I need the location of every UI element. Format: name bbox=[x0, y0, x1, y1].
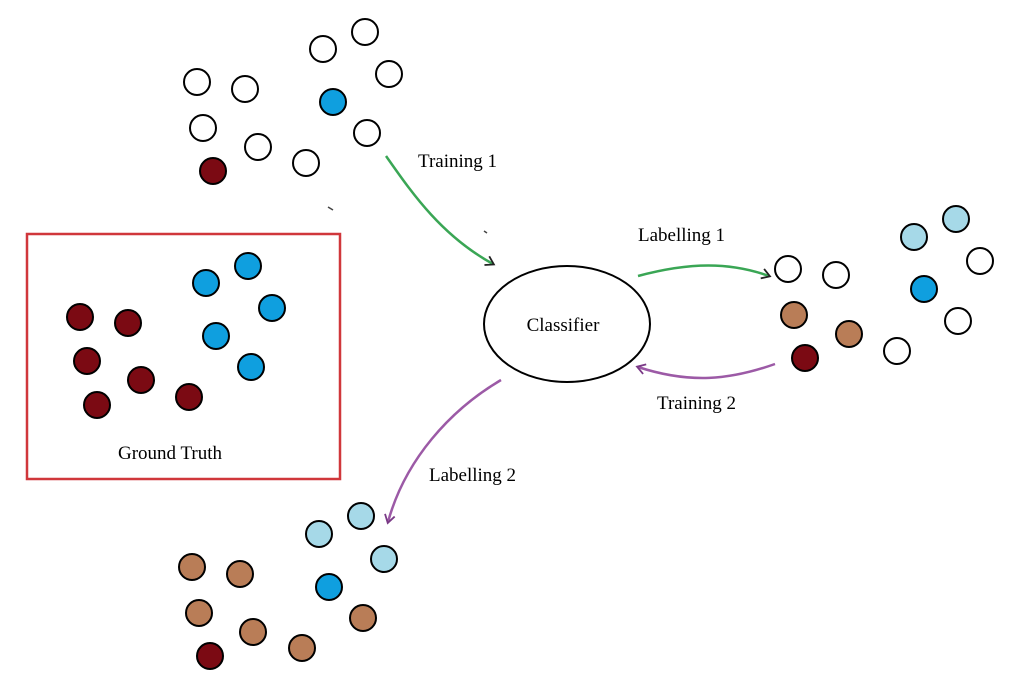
training-1-label: Training 1 bbox=[418, 151, 497, 172]
point-unlabeled bbox=[309, 35, 337, 63]
point-class-b bbox=[319, 88, 347, 116]
point-class-b-pseudo bbox=[370, 545, 398, 573]
point-class-a-pseudo bbox=[178, 553, 206, 581]
stray-mark bbox=[483, 230, 488, 234]
point-class-a-pseudo bbox=[780, 301, 808, 329]
point-unlabeled bbox=[231, 75, 259, 103]
ground-truth-label: Ground Truth bbox=[118, 443, 222, 464]
point-class-b bbox=[910, 275, 938, 303]
point-class-b-pseudo bbox=[900, 223, 928, 251]
labelled-set-1-cluster bbox=[774, 205, 994, 372]
point-class-b bbox=[202, 322, 230, 350]
point-class-a bbox=[127, 366, 155, 394]
point-class-b bbox=[234, 252, 262, 280]
ground-truth-border bbox=[25, 232, 342, 481]
point-unlabeled bbox=[822, 261, 850, 289]
arrow-training-2 bbox=[635, 362, 776, 380]
point-unlabeled bbox=[292, 149, 320, 177]
point-class-a-pseudo bbox=[288, 634, 316, 662]
labelling-1-label: Labelling 1 bbox=[638, 225, 725, 246]
point-unlabeled bbox=[353, 119, 381, 147]
point-class-b-pseudo bbox=[305, 520, 333, 548]
point-unlabeled bbox=[351, 18, 379, 46]
ground-truth-box: Ground Truth bbox=[25, 232, 342, 481]
point-class-a bbox=[114, 309, 142, 337]
point-unlabeled bbox=[244, 133, 272, 161]
arrow-labelling-2 bbox=[384, 378, 502, 525]
point-unlabeled bbox=[189, 114, 217, 142]
labelling-2-label: Labelling 2 bbox=[429, 465, 516, 486]
point-unlabeled bbox=[883, 337, 911, 365]
point-class-b-pseudo bbox=[942, 205, 970, 233]
training-2-label: Training 2 bbox=[657, 393, 736, 414]
point-unlabeled bbox=[774, 255, 802, 283]
initial-dataset-cluster bbox=[183, 18, 403, 185]
classifier-ellipse bbox=[483, 265, 651, 383]
arrow-training-1 bbox=[384, 155, 496, 266]
point-unlabeled bbox=[944, 307, 972, 335]
point-class-a-pseudo bbox=[226, 560, 254, 588]
point-class-a bbox=[791, 344, 819, 372]
classifier-label: Classifier bbox=[527, 315, 600, 336]
stray-mark bbox=[327, 206, 334, 211]
point-class-b bbox=[258, 294, 286, 322]
point-class-a bbox=[199, 157, 227, 185]
point-unlabeled bbox=[375, 60, 403, 88]
point-class-a-pseudo bbox=[239, 618, 267, 646]
point-unlabeled bbox=[183, 68, 211, 96]
point-class-a-pseudo bbox=[349, 604, 377, 632]
point-class-a bbox=[66, 303, 94, 331]
point-class-b bbox=[192, 269, 220, 297]
arrows bbox=[384, 155, 776, 525]
point-unlabeled bbox=[966, 247, 994, 275]
labelled-set-2-cluster bbox=[178, 502, 398, 670]
classifier-node: Classifier bbox=[483, 265, 651, 383]
point-class-a bbox=[83, 391, 111, 419]
point-class-b bbox=[237, 353, 265, 381]
point-class-b-pseudo bbox=[347, 502, 375, 530]
point-class-b bbox=[315, 573, 343, 601]
point-class-a bbox=[196, 642, 224, 670]
point-class-a bbox=[175, 383, 203, 411]
point-class-a-pseudo bbox=[185, 599, 213, 627]
arrow-labelling-1 bbox=[637, 264, 772, 280]
point-class-a bbox=[73, 347, 101, 375]
point-class-a-pseudo bbox=[835, 320, 863, 348]
